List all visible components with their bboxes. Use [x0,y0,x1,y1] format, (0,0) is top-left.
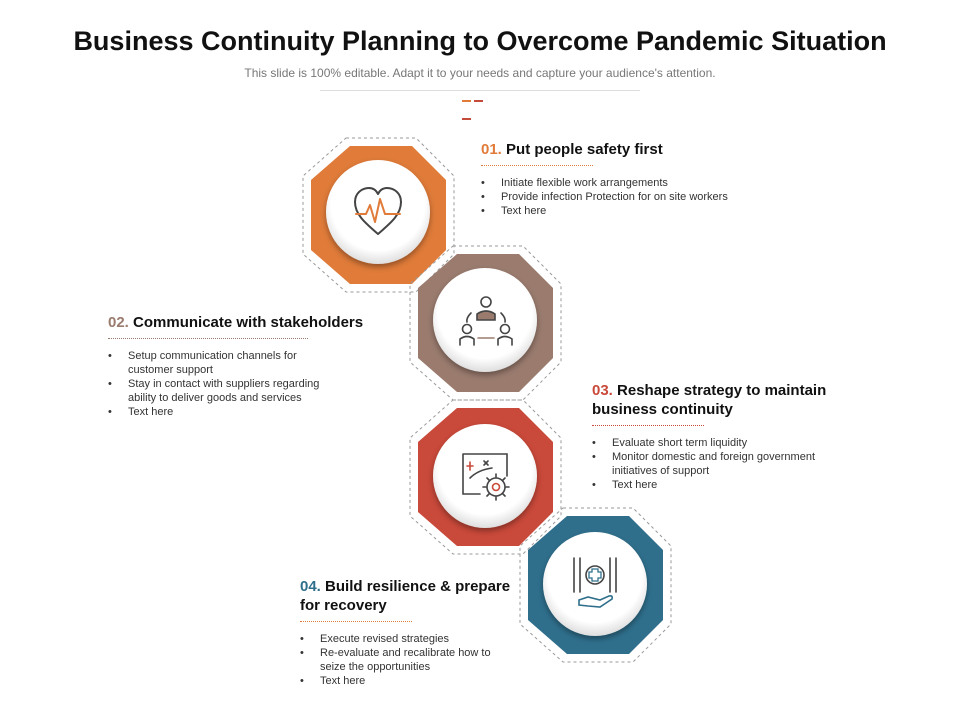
stakeholders-icon [459,296,513,346]
medical-hand-icon [573,557,617,608]
strategy-gear-icon [462,453,510,501]
step-3-title: Reshape strategy to maintain business co… [592,382,827,418]
slide-subtitle: This slide is 100% editable. Adapt it to… [244,66,716,80]
step-4-octagon [519,507,672,663]
step-1-bullets: Initiate flexible work arrangements Prov… [481,176,771,218]
list-item: Initiate flexible work arrangements [481,176,771,190]
list-item: Stay in contact with suppliers regarding… [108,377,343,405]
list-item: Monitor domestic and foreign government … [592,450,840,478]
step-2-octagon [409,245,562,401]
step-2-block: 02. Communicate with stakeholders Setup … [108,313,384,419]
step-1-octagon [302,137,455,293]
step-4-title: Build resilience & prepare for recovery [300,578,511,614]
slide-title: Business Continuity Planning to Overcome… [73,26,887,56]
step-3-bullets: Evaluate short term liquidity Monitor do… [592,436,840,492]
list-item: Provide infection Protection for on site… [481,190,771,204]
step-4-block: 04. Build resilience & prepare for recov… [300,577,515,688]
step-1-underline [481,165,593,166]
step-3-heading: 03. Reshape strategy to maintain busines… [592,381,840,419]
step-4-number: 04. [300,578,321,595]
title-divider [320,90,640,91]
step-4-underline [300,621,412,622]
list-item: Evaluate short term liquidity [592,436,840,450]
list-item: Execute revised strategies [300,632,515,646]
step-3-underline [592,425,704,426]
step-2-bullets: Setup communication channels for custome… [108,349,343,419]
list-item: Text here [300,674,515,688]
list-item: Text here [108,405,343,419]
step-1-heading: 01. Put people safety first [481,140,771,159]
list-item: Text here [481,204,771,218]
step-2-heading: 02. Communicate with stakeholders [108,313,384,332]
title-divider-accent [462,89,496,120]
step-3-block: 03. Reshape strategy to maintain busines… [592,381,840,492]
step-1-number: 01. [481,141,502,158]
step-2-underline [108,338,308,339]
step-4-heading: 04. Build resilience & prepare for recov… [300,577,515,615]
step-1-title: Put people safety first [506,141,663,158]
step-4-bullets: Execute revised strategies Re-evaluate a… [300,632,515,688]
step-3-octagon [409,399,562,555]
list-item: Text here [592,478,840,492]
step-1-block: 01. Put people safety first Initiate fle… [481,140,771,218]
list-item: Setup communication channels for custome… [108,349,343,377]
step-2-title: Communicate with stakeholders [133,314,364,331]
heart-rate-icon [354,187,402,235]
list-item: Re-evaluate and recalibrate how to seize… [300,646,515,674]
step-2-number: 02. [108,314,129,331]
step-3-number: 03. [592,382,613,399]
